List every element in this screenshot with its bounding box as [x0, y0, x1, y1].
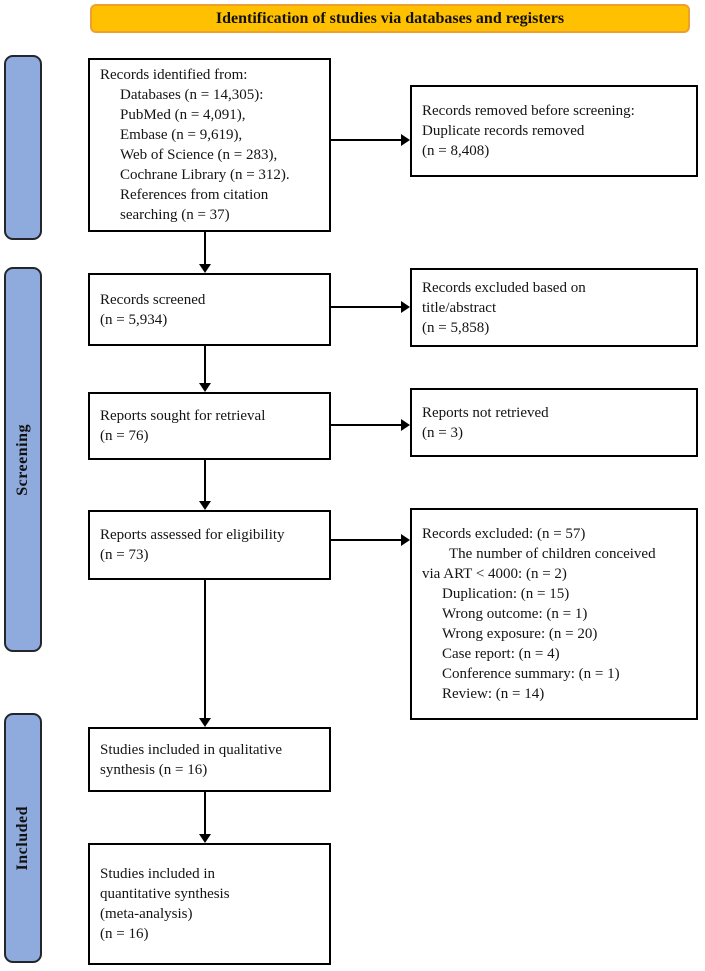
arrow-head-down-icon [199, 718, 211, 727]
header-banner-title: Identification of studies via databases … [215, 9, 565, 27]
stage-bar-included-label: Included [14, 805, 31, 871]
stage-bar-included: Included [4, 713, 42, 963]
arrow-head-right-icon [401, 534, 410, 546]
arrow-sought-to-not-retrieved [330, 424, 401, 426]
box-line: Wrong outcome: (n = 1) [442, 606, 588, 622]
box-line: Conference summary: (n = 1) [442, 666, 620, 682]
box-line: Review: (n = 14) [442, 686, 545, 702]
stage-bar-screening-label: Screening [14, 423, 31, 496]
box-line: Duplicate records removed [422, 123, 585, 139]
box-reports-not-retrieved: Reports not retrieved (n = 3) [410, 388, 698, 457]
box-line: Databases (n = 14,305): [120, 87, 264, 103]
box-line: (n = 73) [100, 547, 149, 563]
box-line: Web of Science (n = 283), [120, 147, 278, 163]
box-line: PubMed (n = 4,091), [120, 107, 246, 123]
box-line: Embase (n = 9,619), [120, 127, 243, 143]
stage-bar-identification [4, 55, 42, 240]
box-line: (meta-analysis) [100, 906, 193, 922]
box-line: References from citation [120, 187, 269, 203]
box-line: searching (n = 37) [120, 207, 230, 223]
box-qualitative-synthesis: Studies included in qualitative synthesi… [88, 727, 331, 792]
arrow-screened-to-excluded [330, 306, 401, 308]
box-line: (n = 76) [100, 428, 149, 444]
box-line: Studies included in qualitative [100, 741, 283, 758]
box-line: The number of children conceived [449, 546, 656, 562]
header-banner: Identification of studies via databases … [90, 4, 690, 33]
box-line: Case report: (n = 4) [442, 646, 560, 662]
box-records-excluded-eligibility: Records excluded: (n = 57) The number of… [410, 508, 698, 720]
box-quantitative-synthesis: Studies included in quantitative synthes… [88, 843, 331, 965]
box-line: Duplication: (n = 15) [442, 586, 570, 602]
box-line: (n = 8,408) [422, 143, 490, 159]
box-line: Records removed before screening: [422, 103, 635, 119]
box-reports-sought: Reports sought for retrieval (n = 76) [88, 392, 331, 460]
box-records-identified: Records identified from: Databases (n = … [88, 58, 331, 232]
arrow-assessed-to-excluded-eligibility [330, 539, 401, 541]
box-line: Reports not retrieved [422, 404, 549, 421]
box-line: Studies included in [100, 866, 215, 882]
arrow-identified-to-screened [204, 232, 206, 264]
box-line: (n = 3) [422, 424, 463, 441]
box-line: Records identified from: [100, 67, 248, 83]
box-line: (n = 5,934) [100, 311, 168, 328]
arrow-assessed-to-qualitative [204, 580, 206, 719]
arrow-head-down-icon [199, 834, 211, 843]
box-line: synthesis (n = 16) [100, 761, 208, 778]
arrow-head-down-icon [199, 383, 211, 392]
box-records-excluded-title-abstract: Records excluded based on title/abstract… [410, 268, 698, 347]
box-records-screened: Records screened (n = 5,934) [88, 273, 331, 346]
arrow-identified-to-removed [330, 139, 401, 141]
box-line: Reports sought for retrieval [100, 408, 266, 424]
box-line: Records screened [100, 291, 206, 308]
arrow-head-right-icon [401, 301, 410, 313]
box-line: quantitative synthesis [100, 886, 230, 902]
box-reports-assessed: Reports assessed for eligibility (n = 73… [88, 510, 331, 580]
arrow-qualitative-to-quantitative [204, 792, 206, 835]
box-line: Reports assessed for eligibility [100, 527, 285, 543]
box-line: Wrong exposure: (n = 20) [442, 626, 598, 642]
box-line: Records excluded: (n = 57) [422, 526, 586, 542]
box-line: Cochrane Library (n = 312). [120, 167, 290, 183]
box-line: (n = 16) [100, 926, 149, 942]
arrow-head-down-icon [199, 264, 211, 273]
arrow-sought-to-assessed [204, 460, 206, 502]
box-line: via ART < 4000: (n = 2) [422, 566, 567, 582]
box-records-removed: Records removed before screening: Duplic… [410, 85, 698, 177]
arrow-head-down-icon [199, 501, 211, 510]
box-line: Records excluded based on [422, 279, 586, 296]
box-line: (n = 5,858) [422, 319, 490, 336]
box-line: title/abstract [422, 299, 497, 316]
stage-bar-screening: Screening [4, 267, 42, 652]
arrow-head-right-icon [401, 134, 410, 146]
arrow-screened-to-sought [204, 346, 206, 384]
arrow-head-right-icon [401, 419, 410, 431]
